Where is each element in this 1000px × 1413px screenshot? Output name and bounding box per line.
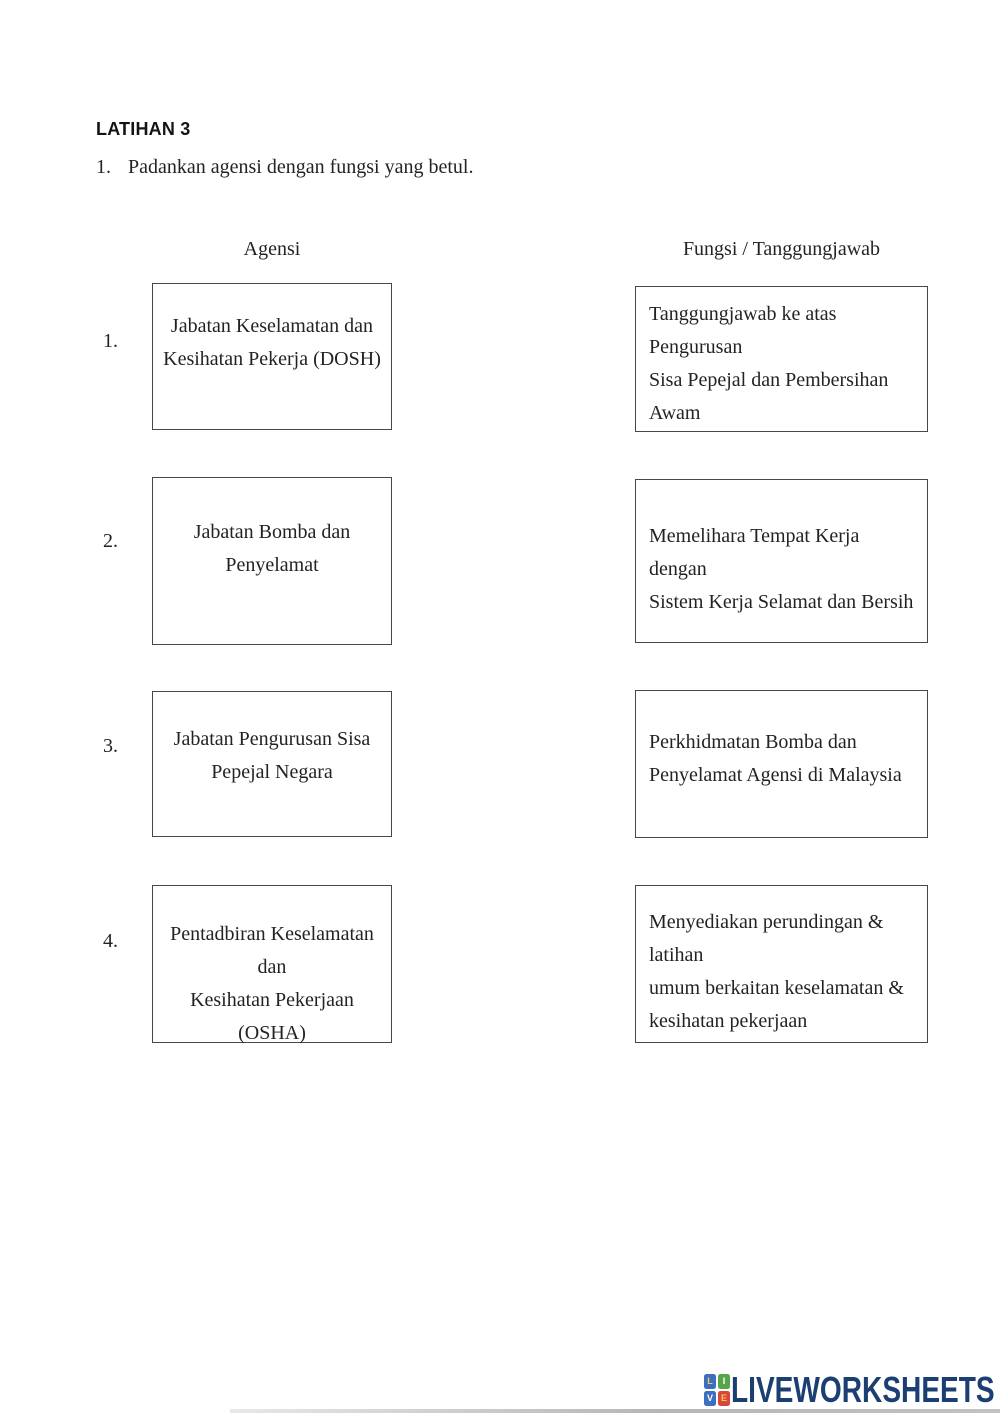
agency-number-2: 2. [103,530,118,552]
liveworksheets-icon-tile-i: I [718,1374,730,1389]
liveworksheets-icon-tile-e: E [718,1391,730,1406]
liveworksheets-icon-tile-v: V [704,1391,716,1406]
agency-box-4[interactable]: Pentadbiran Keselamatan dan Kesihatan Pe… [152,885,392,1044]
liveworksheets-icon-tile-l: L [704,1374,716,1389]
agency-number-4: 4. [103,930,118,952]
instruction-number: 1. [96,156,111,178]
next-page-edge [230,1409,1000,1413]
column-header-fungsi: Fungsi / Tanggungjawab [682,238,881,260]
column-header-agensi: Agensi [243,238,301,260]
liveworksheets-wordmark: LIVEWORKSHEETS [731,1369,995,1410]
instruction-text: Padankan agensi dengan fungsi yang betul… [128,156,474,178]
liveworksheets-icon: L I V E [704,1374,730,1406]
page-title: LATIHAN 3 [96,119,191,139]
function-box-3[interactable]: Perkhidmatan Bomba dan Penyelamat Agensi… [635,690,928,838]
agency-box-1[interactable]: Jabatan Keselamatan dan Kesihatan Pekerj… [152,283,392,430]
function-box-1[interactable]: Tanggungjawab ke atas Pengurusan Sisa Pe… [635,286,928,432]
agency-number-1: 1. [103,330,118,352]
function-box-2[interactable]: Memelihara Tempat Kerja dengan Sistem Ke… [635,479,928,643]
agency-box-3[interactable]: Jabatan Pengurusan Sisa Pepejal Negara [152,691,392,837]
instruction-line: 1. Padankan agensi dengan fungsi yang be… [96,156,473,179]
agency-box-2[interactable]: Jabatan Bomba dan Penyelamat [152,477,392,645]
agency-number-3: 3. [103,735,118,757]
function-box-4[interactable]: Menyediakan perundingan & latihan umum b… [635,885,928,1043]
